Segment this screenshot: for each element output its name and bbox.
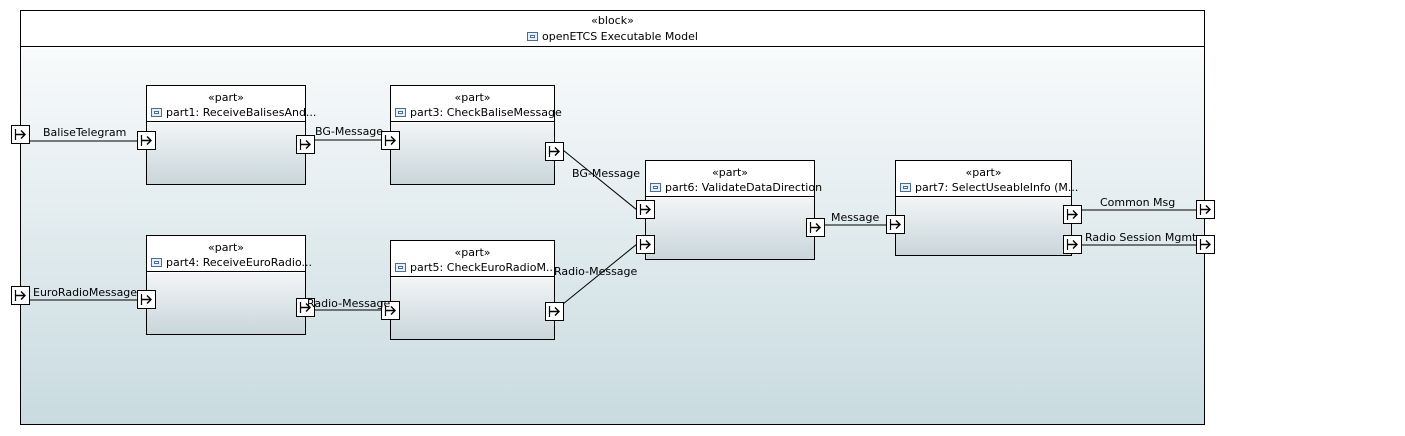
port-part5-out[interactable] [545, 302, 564, 321]
label-radio-message-1: Radio-Message [307, 297, 391, 310]
port-part4-out[interactable] [296, 298, 315, 317]
port-arrow-icon [1199, 204, 1211, 215]
part-icon [395, 263, 406, 272]
port-arrow-icon [1066, 239, 1078, 250]
part6-header: «part» part6: ValidateDataDirection [646, 161, 822, 197]
part4-stereotype: «part» [207, 241, 245, 254]
port-part7-out-radio-session[interactable] [1063, 235, 1082, 254]
part5-box[interactable]: «part» part5: CheckEuroRadioM... [390, 240, 556, 340]
part6-box[interactable]: «part» part6: ValidateDataDirection [645, 160, 822, 260]
part1-header: «part» part1: ReceiveBalisesAnd... [147, 86, 316, 122]
label-balise-telegram: BaliseTelegram [43, 126, 127, 139]
part4-box[interactable]: «part» part4: ReceiveEuroRadio... [146, 235, 312, 335]
port-arrow-icon [1199, 239, 1211, 250]
port-part3-in[interactable] [381, 131, 400, 150]
part7-header: «part» part7: SelectUseableInfo (M... [896, 161, 1078, 197]
port-part7-in[interactable] [886, 215, 905, 234]
part3-title: part3: CheckBaliseMessage [395, 106, 562, 120]
label-bg-message-1: BG-Message [315, 125, 384, 138]
label-bg-message-2: BG-Message [572, 167, 641, 180]
part5-header: «part» part5: CheckEuroRadioM... [391, 241, 556, 277]
port-arrow-icon [14, 290, 26, 301]
port-part3-out[interactable] [545, 142, 564, 161]
port-part6-out[interactable] [806, 218, 825, 237]
port-arrow-icon [639, 204, 651, 215]
part7-stereotype: «part» [965, 166, 1002, 179]
port-arrow-icon [809, 222, 821, 233]
part7-box[interactable]: «part» part7: SelectUseableInfo (M... [895, 160, 1078, 256]
port-arrow-icon [639, 239, 651, 250]
part3-name: part3: CheckBaliseMessage [410, 106, 562, 119]
port-arrow-icon [889, 219, 901, 230]
port-part1-out[interactable] [296, 135, 315, 154]
block-title: openETCS Executable Model [21, 30, 1204, 44]
port-arrow-icon [384, 305, 396, 316]
port-common-msg-out[interactable] [1196, 200, 1215, 219]
part1-title: part1: ReceiveBalisesAnd... [151, 106, 316, 120]
port-arrow-icon [548, 146, 560, 157]
part4-title: part4: ReceiveEuroRadio... [151, 256, 312, 270]
port-arrow-icon [384, 135, 396, 146]
part1-name: part1: ReceiveBalisesAnd... [166, 106, 317, 119]
port-arrow-icon [14, 129, 26, 140]
port-arrow-icon [1066, 209, 1078, 220]
connector-bg-message-2 [562, 149, 638, 211]
part6-title: part6: ValidateDataDirection [650, 181, 822, 195]
label-common-msg: Common Msg [1100, 196, 1176, 209]
port-radio-session-mgmt-out[interactable] [1196, 235, 1215, 254]
part5-title: part5: CheckEuroRadioM... [395, 261, 556, 275]
block-icon [527, 32, 539, 41]
part-icon [650, 183, 661, 192]
port-arrow-icon [140, 135, 152, 146]
part4-name: part4: ReceiveEuroRadio... [166, 256, 312, 269]
part1-stereotype: «part» [207, 91, 245, 104]
part3-stereotype: «part» [454, 91, 491, 104]
part3-header: «part» part3: CheckBaliseMessage [391, 86, 562, 122]
connector-radio-message-2 [562, 243, 638, 305]
part5-stereotype: «part» [454, 246, 491, 259]
port-balise-telegram-in[interactable] [11, 125, 30, 144]
part6-name: part6: ValidateDataDirection [665, 181, 823, 194]
port-part6-in-bg[interactable] [636, 200, 655, 219]
block-header: «block» openETCS Executable Model [21, 11, 1204, 47]
port-arrow-icon [548, 306, 560, 317]
label-euro-radio-message: EuroRadioMessage [33, 286, 138, 299]
port-part5-in[interactable] [381, 301, 400, 320]
block-stereotype: «block» [591, 14, 634, 27]
label-message: Message [831, 211, 880, 224]
block-name: openETCS Executable Model [542, 30, 698, 43]
part1-box[interactable]: «part» part1: ReceiveBalisesAnd... [146, 85, 316, 185]
port-part1-in[interactable] [137, 131, 156, 150]
label-radio-message-2: Radio-Message [554, 265, 638, 278]
part4-header: «part» part4: ReceiveEuroRadio... [147, 236, 312, 272]
part-icon [151, 108, 162, 117]
port-part7-out-common[interactable] [1063, 205, 1082, 224]
port-part4-in[interactable] [137, 290, 156, 309]
part6-stereotype: «part» [711, 166, 749, 179]
label-radio-session-mgmt: Radio Session Mgmt [1085, 231, 1197, 244]
part7-title: part7: SelectUseableInfo (M... [900, 181, 1078, 195]
port-euro-radio-message-in[interactable] [11, 286, 30, 305]
part-icon [395, 108, 406, 117]
port-arrow-icon [299, 302, 311, 313]
port-part6-in-radio[interactable] [636, 235, 655, 254]
part5-name: part5: CheckEuroRadioM... [410, 261, 557, 274]
part-icon [151, 258, 162, 267]
part-icon [900, 183, 911, 192]
port-arrow-icon [299, 139, 311, 150]
port-arrow-icon [140, 294, 152, 305]
part7-name: part7: SelectUseableInfo (M... [915, 181, 1079, 194]
